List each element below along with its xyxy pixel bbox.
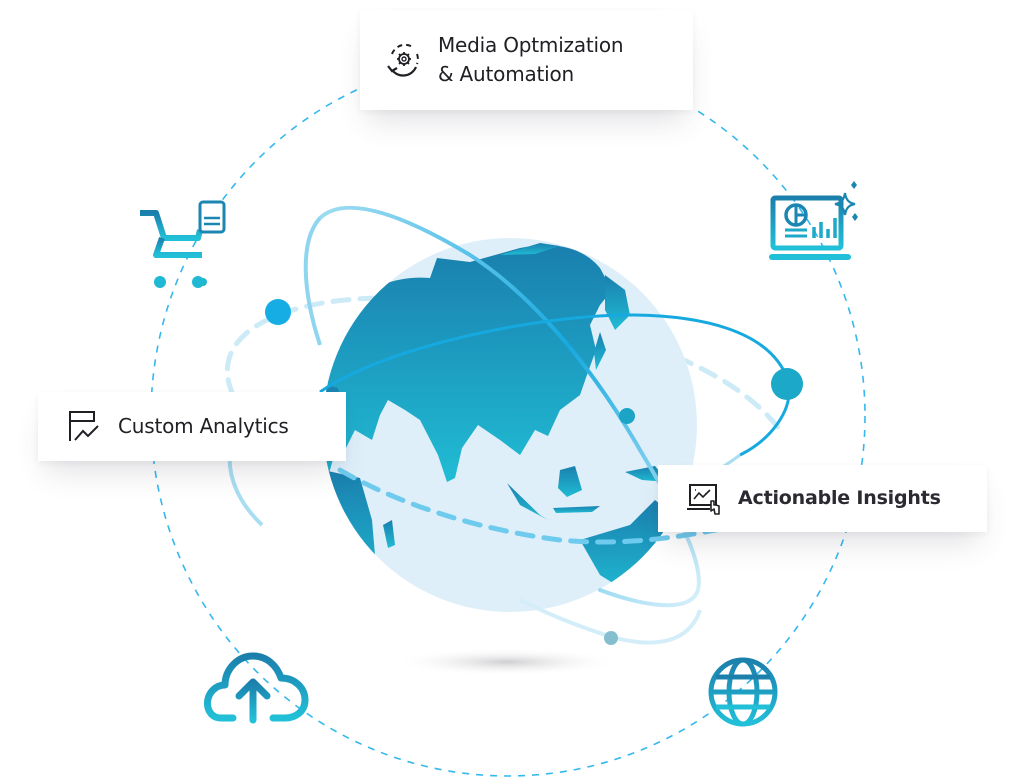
- card-media-line2: & Automation: [438, 62, 575, 86]
- orbit-node-bottom: [604, 631, 618, 645]
- cloud-upload-icon: [203, 652, 309, 724]
- main-orbit-left: [303, 216, 322, 346]
- card-actionable-insights: Actionable Insights: [658, 465, 987, 532]
- orbit-node-right: [771, 368, 803, 400]
- gear-cycle-icon: [384, 40, 424, 80]
- card-media-optimization: Media Optmization & Automation: [360, 10, 693, 110]
- laptop-chart-pointer-icon: [686, 481, 722, 517]
- card-insights-label: Actionable Insights: [738, 487, 941, 509]
- dashboard-monitor-sparkle-icon: [769, 181, 858, 260]
- orbit-node-mid: [619, 408, 635, 424]
- card-custom-label: Custom Analytics: [118, 414, 289, 438]
- chart-flag-icon: [66, 409, 102, 445]
- orbit-node-left: [265, 299, 291, 325]
- dashed-orbit-front: [337, 467, 743, 545]
- card-custom-analytics: Custom Analytics: [38, 392, 346, 461]
- horizontal-orbit: [319, 313, 791, 457]
- card-media-line1: Media Optmization: [438, 33, 624, 57]
- globe-grid-icon: [708, 657, 778, 727]
- card-media-text: Media Optmization & Automation: [438, 31, 624, 89]
- globe-shadow: [392, 648, 622, 676]
- shopping-cart-document-icon: [140, 200, 226, 288]
